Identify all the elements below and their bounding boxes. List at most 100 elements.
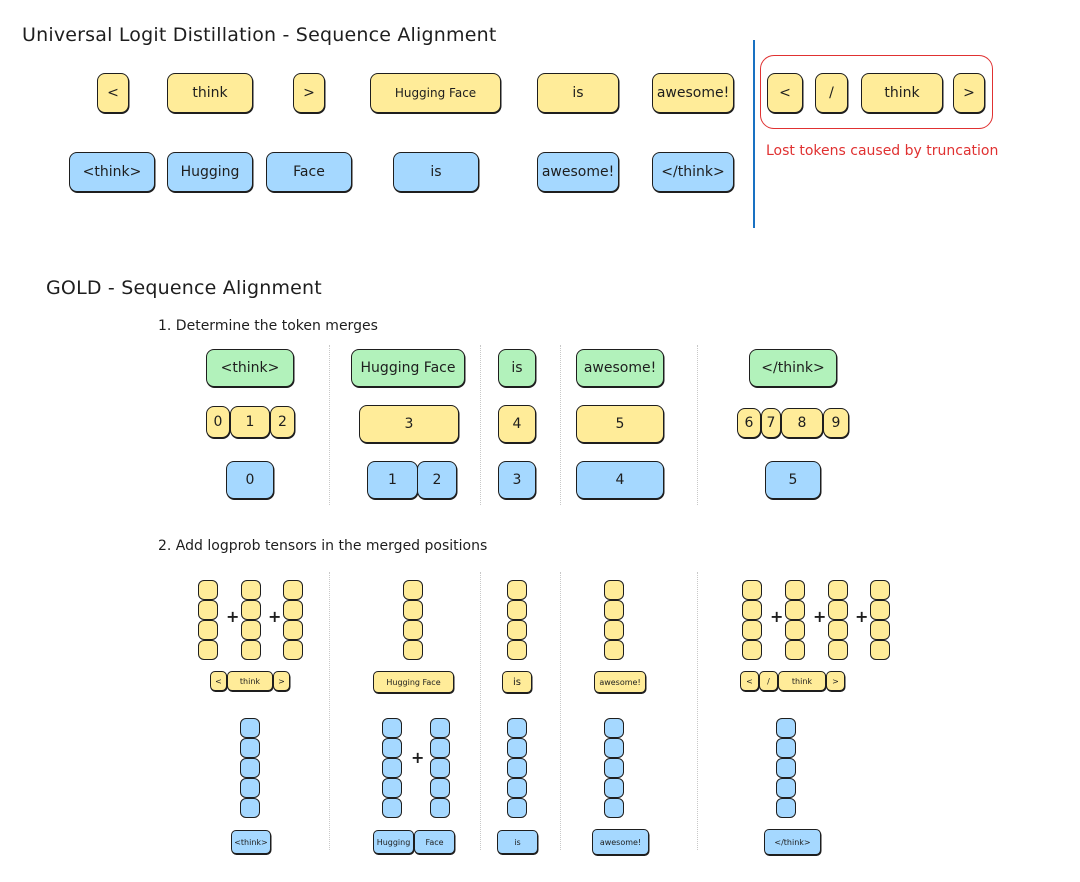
logprob-cell [742, 620, 762, 640]
logprob-cell [240, 738, 260, 758]
logprob-cell [742, 580, 762, 600]
logprob-cell [507, 600, 527, 620]
student-index: 5 [576, 405, 664, 443]
uld-teacher-token: <think> [69, 152, 155, 192]
uld-teacher-token: Face [266, 152, 352, 192]
student-index: 2 [270, 406, 295, 438]
lost-tokens-label: Lost tokens caused by truncation [766, 143, 999, 159]
uld-student-token: is [537, 73, 619, 113]
logprob-cell [430, 758, 450, 778]
teacher-index: 0 [226, 461, 274, 499]
gold-title: GOLD - Sequence Alignment [46, 277, 322, 299]
logprob-cell [604, 580, 624, 600]
merged-token: awesome! [576, 349, 664, 387]
merged-token: </think> [749, 349, 837, 387]
teacher-index: 2 [417, 461, 457, 499]
logprob-cell [430, 738, 450, 758]
logprob-cell [430, 718, 450, 738]
logprob-cell [870, 600, 890, 620]
logprob-cell [507, 640, 527, 660]
student-token-label: < [740, 671, 759, 691]
student-token-label: > [826, 671, 845, 691]
student-index: 8 [781, 408, 823, 438]
lost-tokens-box [760, 55, 993, 129]
uld-student-token: > [293, 73, 325, 113]
teacher-token-label: </think> [764, 829, 821, 855]
column-separator [329, 345, 330, 505]
logprob-cell [403, 600, 423, 620]
student-index: 6 [737, 408, 761, 438]
logprob-cell [604, 620, 624, 640]
logprob-cell [507, 580, 527, 600]
logprob-cell [198, 620, 218, 640]
logprob-cell [776, 758, 796, 778]
logprob-cell [785, 620, 805, 640]
column-separator [480, 345, 481, 505]
logprob-cell [241, 580, 261, 600]
student-index: 0 [206, 406, 230, 438]
logprob-cell [785, 640, 805, 660]
logprob-cell [604, 798, 624, 818]
teacher-index: 4 [576, 461, 664, 499]
uld-teacher-token: is [393, 152, 479, 192]
teacher-token-label: Hugging [373, 830, 414, 854]
uld-title: Universal Logit Distillation - Sequence … [22, 24, 497, 46]
student-token-label: awesome! [594, 671, 646, 693]
student-index: 7 [761, 408, 781, 438]
student-index: 4 [498, 405, 536, 443]
logprob-cell [604, 640, 624, 660]
logprob-cell [604, 758, 624, 778]
logprob-cell [870, 620, 890, 640]
logprob-cell [742, 600, 762, 620]
plus-sign: + [411, 748, 425, 767]
uld-student-token: think [167, 73, 253, 113]
logprob-cell [828, 580, 848, 600]
teacher-index: 3 [498, 461, 536, 499]
plus-sign: + [855, 607, 869, 626]
merged-token: <think> [206, 349, 294, 387]
logprob-cell [507, 778, 527, 798]
logprob-cell [241, 620, 261, 640]
logprob-cell [604, 738, 624, 758]
uld-student-token: < [97, 73, 129, 113]
column-separator [560, 572, 561, 850]
logprob-cell [828, 640, 848, 660]
lost-token: / [815, 73, 848, 113]
logprob-cell [241, 640, 261, 660]
logprob-cell [241, 600, 261, 620]
column-separator [697, 345, 698, 505]
lost-token: > [953, 73, 985, 113]
student-token-label: think [778, 671, 826, 691]
column-separator [560, 345, 561, 505]
teacher-token-label: is [497, 830, 538, 854]
logprob-cell [776, 798, 796, 818]
logprob-cell [240, 798, 260, 818]
logprob-cell [604, 778, 624, 798]
logprob-cell [507, 758, 527, 778]
step2-label: 2. Add logprob tensors in the merged pos… [158, 538, 488, 554]
logprob-cell [283, 620, 303, 640]
logprob-cell [776, 718, 796, 738]
merged-token: Hugging Face [351, 349, 465, 387]
teacher-token-label: <think> [231, 830, 271, 854]
student-token-label: think [227, 671, 273, 691]
student-token-label: Hugging Face [373, 671, 454, 693]
student-index: 9 [823, 408, 849, 438]
logprob-cell [198, 640, 218, 660]
logprob-cell [507, 718, 527, 738]
logprob-cell [283, 580, 303, 600]
logprob-cell [828, 600, 848, 620]
column-separator [480, 572, 481, 850]
logprob-cell [382, 778, 402, 798]
column-separator [697, 572, 698, 850]
logprob-cell [742, 640, 762, 660]
logprob-cell [403, 640, 423, 660]
logprob-cell [382, 738, 402, 758]
plus-sign: + [226, 607, 240, 626]
logprob-cell [403, 620, 423, 640]
student-index: 3 [359, 405, 459, 443]
plus-sign: + [770, 607, 784, 626]
merged-token: is [498, 349, 536, 387]
teacher-index: 1 [367, 461, 418, 499]
logprob-cell [382, 758, 402, 778]
